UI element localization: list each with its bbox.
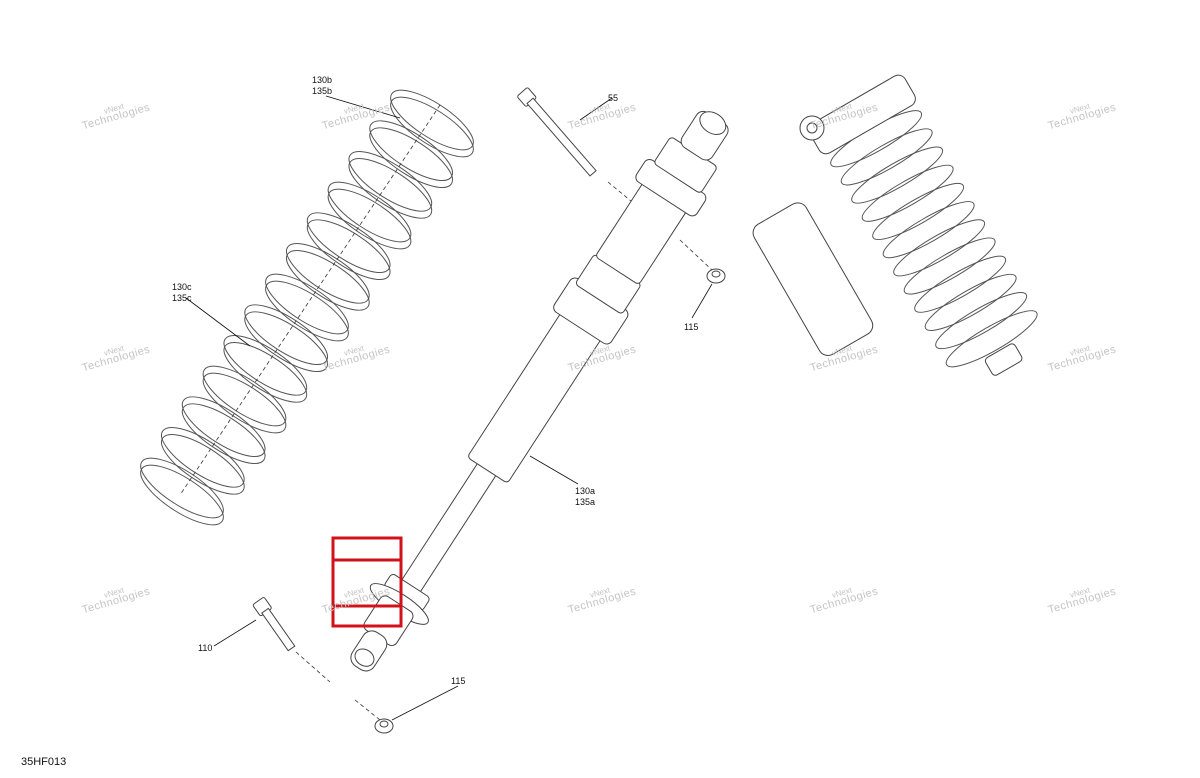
spring-coil bbox=[306, 219, 391, 280]
spring-coil bbox=[161, 427, 245, 488]
spring-coil bbox=[202, 372, 287, 434]
spring-coil bbox=[140, 457, 224, 519]
bottom-nut bbox=[354, 699, 394, 734]
leader-lines bbox=[185, 95, 713, 721]
callout-135b[interactable]: 135b bbox=[312, 86, 333, 96]
spring-coil bbox=[244, 304, 328, 365]
assembled-spring-coil bbox=[903, 237, 996, 295]
spring-coil bbox=[181, 403, 266, 464]
assembled-shock bbox=[752, 74, 1038, 376]
bottom-bolt bbox=[252, 597, 331, 683]
assembled-spring-coil bbox=[851, 146, 944, 204]
assembled-spring-coil bbox=[893, 219, 986, 277]
spring-coil bbox=[390, 89, 474, 151]
callout-115-bottom[interactable]: 115 bbox=[451, 676, 466, 686]
spring-coil bbox=[161, 434, 245, 495]
top-nut bbox=[679, 239, 726, 284]
callout-135a[interactable]: 135a bbox=[575, 497, 596, 507]
callout-130c[interactable]: 130c bbox=[172, 282, 192, 292]
spring-coil bbox=[369, 120, 453, 181]
spring-coil bbox=[286, 250, 370, 311]
spring-coil bbox=[244, 311, 328, 372]
spring-coil bbox=[223, 335, 308, 396]
spring-coil bbox=[348, 158, 433, 219]
assembled-spring-coil bbox=[872, 182, 965, 240]
callout-115-top[interactable]: 115 bbox=[684, 322, 699, 332]
spring-coil bbox=[369, 127, 453, 188]
spring-coil bbox=[223, 342, 308, 403]
spring-coil bbox=[327, 181, 412, 243]
coil-spring bbox=[140, 89, 474, 526]
highlight-boxes bbox=[331, 536, 403, 628]
spring-coil bbox=[306, 212, 391, 273]
spring-coil bbox=[348, 151, 433, 212]
spring-coil bbox=[265, 273, 349, 335]
shock-absorber bbox=[350, 110, 729, 672]
drawing-number: 35HF013 bbox=[21, 756, 67, 768]
assembled-spring-coil bbox=[945, 310, 1038, 368]
spring-coil bbox=[390, 96, 474, 158]
spring-coil bbox=[265, 280, 349, 342]
spring-coil bbox=[327, 188, 412, 250]
spring-coil bbox=[202, 365, 287, 427]
assembled-spring-coil bbox=[882, 201, 975, 259]
callout-130b[interactable]: 130b bbox=[312, 75, 333, 85]
spring-coil bbox=[181, 396, 266, 457]
callout-55[interactable]: 55 bbox=[608, 93, 619, 103]
callout-130a[interactable]: 130a bbox=[575, 486, 596, 496]
assembled-spring-coil bbox=[935, 292, 1028, 350]
spring-coil bbox=[140, 464, 224, 526]
assembled-spring-coil bbox=[914, 255, 1007, 313]
spring-coil bbox=[286, 243, 370, 304]
callout-135c[interactable]: 135c bbox=[172, 293, 192, 303]
callout-110[interactable]: 110 bbox=[198, 643, 213, 653]
assembled-spring-coil bbox=[861, 164, 954, 222]
assembled-spring-coil bbox=[840, 128, 933, 186]
assembled-spring-coil bbox=[924, 273, 1017, 331]
